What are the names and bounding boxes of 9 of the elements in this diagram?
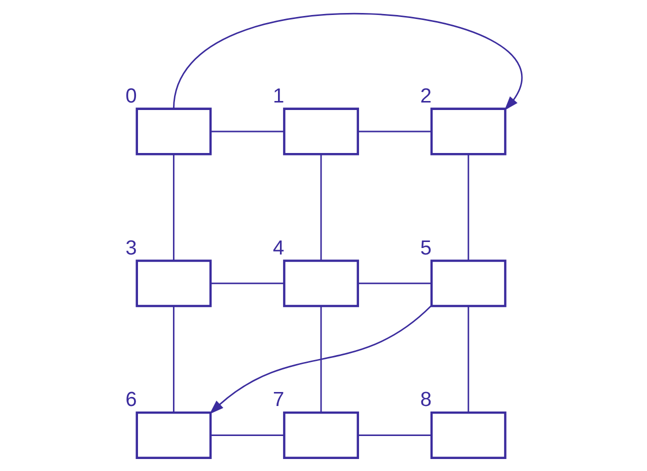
node-label: 7: [272, 389, 284, 412]
node-label: 4: [272, 237, 284, 260]
node-label: 0: [125, 85, 136, 108]
node-label: 3: [125, 237, 136, 260]
node-label: 8: [420, 389, 432, 412]
node-label: 6: [125, 389, 136, 412]
node-label: 1: [272, 85, 284, 108]
node-label: 2: [420, 85, 432, 108]
node-label: 5: [420, 237, 432, 260]
